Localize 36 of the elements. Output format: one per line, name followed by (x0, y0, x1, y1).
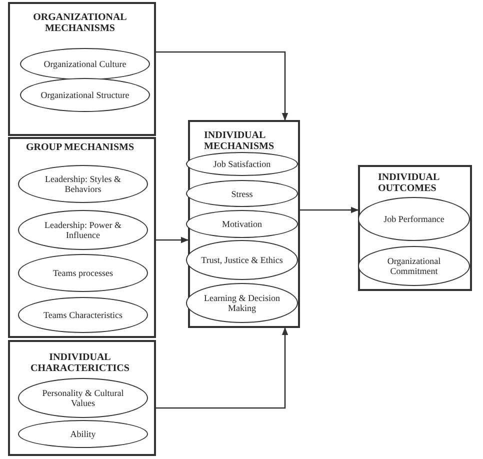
concept-ellipse (358, 197, 470, 241)
arrow (156, 327, 288, 409)
section-heading: INDIVIDUAL OUTCOMES (378, 172, 440, 194)
concept-label: Personality & Cultural Values (41, 388, 125, 408)
group-box (8, 137, 156, 338)
concept-label: Job Performance (382, 214, 446, 224)
concept-label: Stress (230, 188, 254, 198)
group-box (8, 2, 156, 136)
concept-ellipse (186, 210, 298, 238)
concept-ellipse (186, 180, 298, 207)
group-box (358, 165, 472, 291)
concept-label: Teams processes (52, 268, 114, 278)
concept-label: Leadership: Power & Influence (44, 220, 122, 240)
concept-ellipse (186, 240, 298, 280)
concept-label: Job Satisfaction (212, 159, 272, 169)
concept-label: Leadership: Styles & Behaviors (44, 174, 122, 194)
concept-ellipse (186, 152, 298, 176)
section-heading: INDIVIDUAL MECHANISMS (204, 130, 276, 152)
group-box (188, 120, 300, 328)
concept-ellipse (186, 283, 298, 323)
concept-label: Learning & Decision Making (203, 293, 281, 313)
section-heading: GROUP MECHANISMS (24, 142, 136, 153)
section-heading: INDIVIDUAL CHARACTERICTICS (30, 352, 130, 374)
concept-label: Motivation (221, 219, 263, 229)
concept-label: Trust, Justice & Ethics (200, 255, 284, 265)
arrow (156, 51, 288, 121)
arrow (300, 206, 359, 214)
concept-label: Organizational Structure (40, 90, 130, 100)
arrow (156, 236, 189, 244)
concept-label: Teams Characteristics (42, 310, 124, 320)
concept-label: Ability (69, 429, 97, 439)
concept-label: Organizational Commitment (386, 256, 442, 276)
concept-ellipse (358, 246, 470, 286)
concept-label: Organizational Culture (42, 59, 128, 69)
section-heading: ORGANIZATIONAL MECHANISMS (32, 12, 128, 34)
group-box (8, 340, 156, 456)
